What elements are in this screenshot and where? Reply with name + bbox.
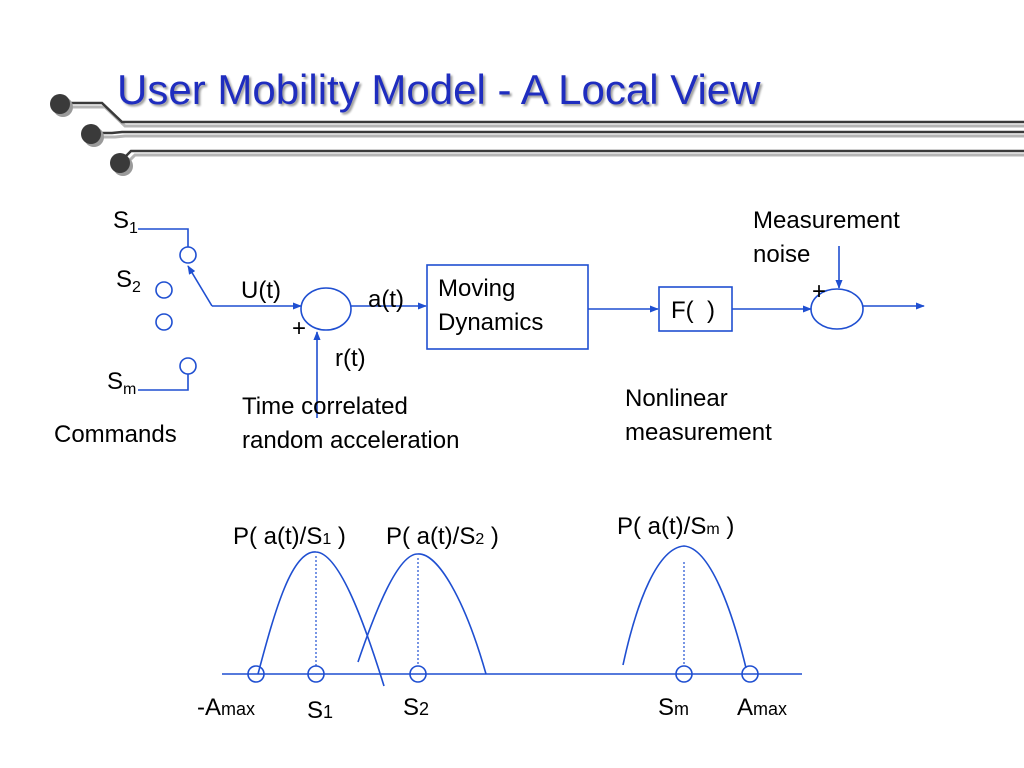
axis-sm-label: Sm [658, 694, 690, 721]
summing-junction-right [810, 288, 864, 330]
marker-neg-amax [247, 665, 265, 683]
marker-amax [741, 665, 759, 683]
marker-s2 [409, 665, 427, 683]
plus-right-label: + [812, 278, 827, 305]
marker-sm [675, 665, 693, 683]
prob-s2-label: P( a(t)/S2 ) [386, 523, 499, 550]
axis-s2-label: S2 [403, 694, 430, 721]
command-s2-label: S2 [116, 266, 141, 296]
commands-label: Commands [54, 421, 177, 448]
curve-s1 [257, 551, 385, 687]
curve-s2 [357, 553, 487, 675]
u-signal-label: U(t) [241, 277, 281, 304]
prob-sm-label: P( a(t)/Sm ) [617, 513, 735, 540]
command-s1-label: S1 [113, 207, 138, 237]
s1-wire [138, 228, 189, 247]
r-signal-label: r(t) [335, 345, 366, 372]
f-block-label: F( ) [671, 297, 715, 324]
moving-dynamics-box [426, 264, 589, 350]
time-correlated-label: Time correlated random acceleration [242, 393, 460, 454]
plus-left-label: + [292, 315, 307, 342]
amax-label: Amax [737, 694, 788, 721]
nonlinear-measurement-label: Nonlinear measurement [625, 385, 772, 446]
axis-s1-label: S1 [307, 697, 334, 724]
moving-dynamics-label: Moving Dynamics [438, 275, 544, 336]
slide-title: User Mobility Model - A Local View [117, 66, 761, 113]
switch-arm [187, 265, 213, 307]
sm-wire [138, 374, 189, 391]
a-signal-label: a(t) [368, 286, 404, 313]
prob-s1-label: P( a(t)/S1 ) [233, 523, 346, 550]
curve-sm [622, 545, 747, 669]
measurement-noise-label: Measurement noise [753, 207, 900, 268]
neg-amax-label: -Amax [197, 694, 256, 721]
switch-contact-2 [155, 281, 173, 299]
summing-junction-left [300, 287, 352, 331]
command-sm-label: Sm [107, 368, 137, 398]
switch-contact-3 [155, 313, 173, 331]
